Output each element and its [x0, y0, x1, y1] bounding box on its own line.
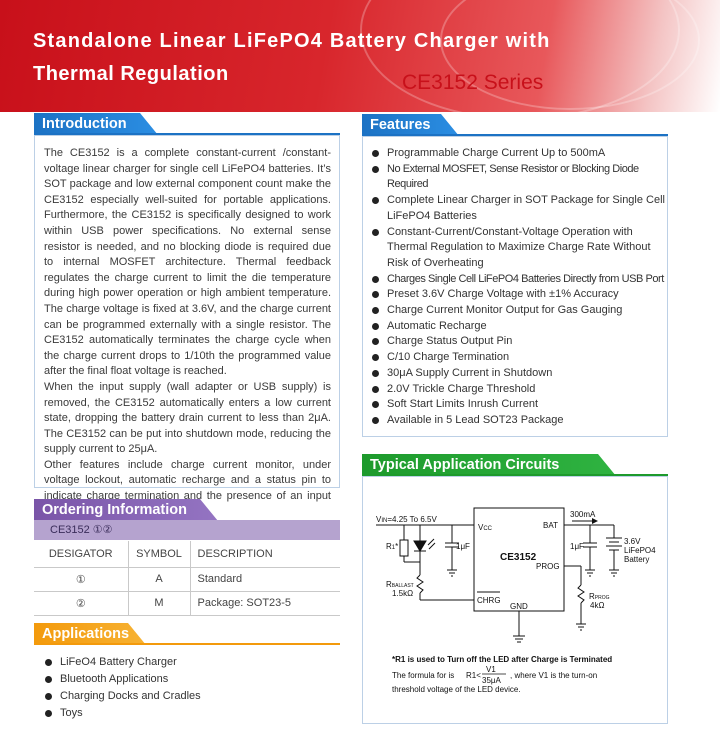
column-header: DESCRIPTION [189, 541, 340, 568]
gnd-pin-label: GND [510, 602, 528, 611]
rprog-value: 4kΩ [590, 601, 604, 610]
battery-voltage-label: 3.6V [624, 537, 641, 546]
table-header-row: DESIGATOR SYMBOL DESCRIPTION [34, 541, 340, 568]
feature-item: C/10 Charge Termination [372, 350, 667, 366]
features-list: Programmable Charge Current Up to 500mA … [372, 146, 667, 429]
ordering-part-number: CE3152 ①② [34, 520, 340, 540]
charge-current-label: 300mA [570, 510, 596, 519]
applications-heading: Applications [34, 623, 146, 645]
intro-paragraph: The CE3152 is a complete constant-curren… [44, 147, 331, 378]
page-title: Standalone Linear LiFePO4 Battery Charge… [33, 30, 551, 52]
features-box [362, 136, 668, 437]
header-banner: Standalone Linear LiFePO4 Battery Charge… [0, 0, 720, 112]
application-circuit-diagram: VIN=4.25 To 6.5V R1* 1μF VCC BAT CE3152 … [376, 507, 656, 694]
rballast-value: 1.5kΩ [392, 589, 413, 598]
feature-item: Automatic Recharge [372, 319, 667, 335]
feature-item: Available in 5 Lead SOT23 Package [372, 413, 667, 429]
note-title: *R1 is used to Turn off the LED after Ch… [392, 655, 612, 664]
applications-rule [34, 643, 340, 645]
chrg-pin-label: CHRG [477, 596, 501, 605]
features-rule [362, 134, 668, 136]
feature-item: Soft Start Limits Inrush Current [372, 397, 667, 413]
feature-item: Preset 3.6V Charge Voltage with ±1% Accu… [372, 287, 667, 303]
feature-item: No External MOSFET, Sense Resistor or Bl… [372, 162, 667, 193]
table-row: ① A Standard [34, 567, 340, 592]
feature-item: Programmable Charge Current Up to 500mA [372, 146, 667, 162]
note-numerator: V1 [486, 665, 496, 674]
circuit-rule [362, 474, 668, 476]
feature-item: Constant-Current/Constant-Voltage Operat… [372, 225, 667, 272]
features-heading: Features [362, 114, 459, 136]
ordering-heading: Ordering Information [34, 499, 218, 521]
feature-item: Charge Status Output Pin [372, 334, 667, 350]
vcc-pin-label: VCC [478, 523, 493, 532]
rprog-label: RPROG [589, 592, 610, 601]
introduction-rule [34, 133, 340, 135]
application-item: Charging Docks and Cradles [45, 688, 201, 705]
introduction-heading: Introduction [34, 113, 158, 135]
application-item: Bluetooth Applications [45, 671, 201, 688]
prog-pin-label: PROG [536, 562, 560, 571]
table-row: ② M Package: SOT23-5 [34, 591, 340, 616]
column-header: SYMBOL [127, 541, 190, 568]
note-r1: R1< [466, 671, 481, 680]
note-denominator: 35μA [482, 676, 502, 685]
applications-list: LiFeO4 Battery Charger Bluetooth Applica… [45, 654, 201, 722]
introduction-text: The CE3152 is a complete constant-curren… [44, 146, 331, 520]
rballast-label: RBALLAST [386, 580, 414, 589]
chip-label: CE3152 [500, 552, 537, 563]
column-header: DESIGATOR [34, 541, 128, 568]
feature-item: Charges Single Cell LiFePO4 Batteries Di… [372, 272, 667, 288]
table-cell: ① [34, 567, 128, 592]
feature-item: Charge Current Monitor Output for Gas Ga… [372, 303, 667, 319]
introduction-box [34, 135, 340, 488]
feature-item: 30μA Supply Current in Shutdown [372, 366, 667, 382]
series-label: CE3152 Series [402, 71, 544, 94]
page-title-line2: Thermal Regulation [33, 63, 229, 85]
note-formula-suffix: , where V1 is the turn-on [510, 671, 597, 680]
r1-label: R1* [386, 542, 398, 551]
table-cell: ② [34, 591, 128, 616]
input-cap-label: 1μF [456, 542, 470, 551]
note-formula-prefix: The formula for is [392, 671, 454, 680]
ordering-table: DESIGATOR SYMBOL DESCRIPTION ① A Standar… [34, 541, 340, 616]
note-line3: threshold voltage of the LED device. [392, 685, 521, 694]
feature-item: Complete Linear Charger in SOT Package f… [372, 193, 667, 224]
battery-type-label: LiFePO4 [624, 546, 656, 555]
table-cell: Package: SOT23-5 [189, 591, 340, 616]
battery-label: Battery [624, 555, 649, 564]
bat-pin-label: BAT [543, 521, 558, 530]
vin-label: VIN=4.25 To 6.5V [376, 515, 437, 524]
application-item: LiFeO4 Battery Charger [45, 654, 201, 671]
intro-paragraph: When the input supply (wall adapter or U… [44, 380, 331, 456]
feature-item: 2.0V Trickle Charge Threshold [372, 382, 667, 398]
circuit-heading: Typical Application Circuits [362, 454, 616, 476]
application-item: Toys [45, 705, 201, 722]
table-cell: A [127, 567, 190, 592]
table-cell: Standard [189, 567, 340, 592]
circuit-box [362, 476, 668, 724]
output-cap-label: 1μF [570, 542, 584, 551]
table-cell: M [127, 591, 190, 616]
